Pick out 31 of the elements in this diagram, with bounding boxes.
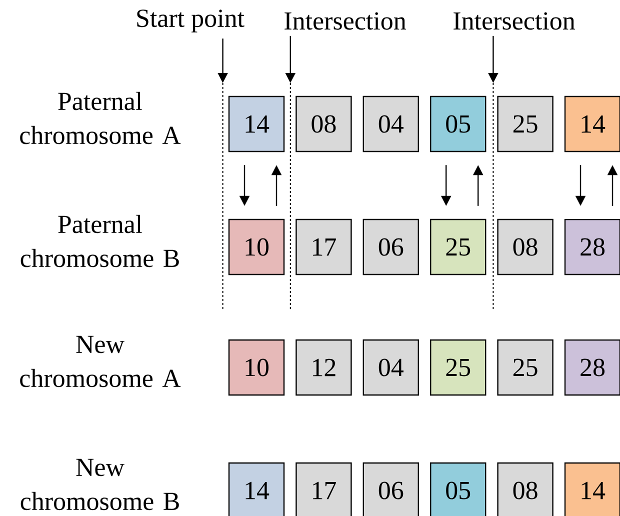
gene-box: 14 (564, 462, 620, 516)
gene-box: 08 (497, 218, 554, 276)
gene-box: 06 (362, 462, 420, 516)
row-label: Paternal chromosome B (20, 214, 179, 268)
gene-box: 12 (296, 339, 352, 396)
row-label: New chromosome A (20, 336, 181, 388)
gene-box: 28 (564, 218, 620, 276)
gene-box: 08 (296, 96, 352, 152)
gene-box: 25 (430, 339, 486, 396)
gene-box: 06 (362, 218, 420, 276)
gene-box: 04 (362, 339, 420, 396)
gene-box: 28 (564, 339, 620, 396)
header-label: Intersection (284, 12, 406, 30)
gene-box: 14 (564, 96, 620, 152)
row-label: Paternal chromosome A (20, 92, 181, 144)
gene-box: 10 (228, 339, 285, 396)
gene-box: 17 (296, 462, 352, 516)
gene-box: 25 (430, 218, 486, 276)
gene-box: 25 (497, 339, 554, 396)
gene-box: 14 (228, 96, 285, 152)
gene-box: 04 (362, 96, 420, 152)
gene-box: 14 (228, 462, 285, 516)
header-label: Intersection (454, 12, 575, 30)
header-label: Start point (137, 10, 244, 32)
row-label: New chromosome B (20, 458, 179, 510)
gene-box: 10 (228, 218, 285, 276)
gene-box: 08 (497, 462, 554, 516)
gene-box: 25 (497, 96, 554, 152)
gene-box: 05 (430, 96, 486, 152)
gene-box: 05 (430, 462, 486, 516)
gene-box: 17 (296, 218, 352, 276)
